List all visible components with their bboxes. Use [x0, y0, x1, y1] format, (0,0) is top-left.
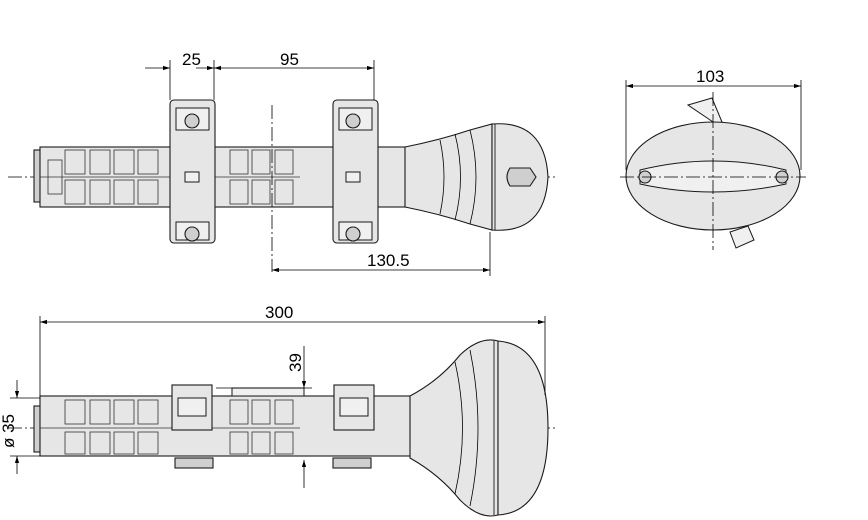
dim-103-label: 103 [696, 67, 724, 86]
dim-39-label: 39 [286, 353, 305, 372]
end-view-tab-top [686, 97, 723, 125]
end-view-tab-bottom [729, 225, 755, 249]
front-knob [497, 340, 549, 516]
top-knob-neck [404, 123, 493, 231]
dim-300-label: 300 [265, 303, 293, 322]
front-view: 300 39 ø 35 [0, 303, 555, 517]
dim-300 [39, 316, 546, 396]
front-clamp-right [332, 384, 375, 469]
dim-95-label: 95 [280, 50, 299, 69]
end-view: 103 [620, 67, 806, 250]
dim-39 [216, 346, 312, 488]
top-clamp-right [332, 99, 379, 244]
front-tube-grid [40, 399, 300, 455]
dim-25-95 [145, 60, 375, 100]
top-view: 25 95 130.5 [8, 50, 555, 276]
dim-130-5 [272, 232, 491, 276]
top-clamp-left [169, 99, 216, 244]
top-tube-grid [40, 149, 300, 205]
top-knob-slot [506, 167, 537, 187]
front-rail [231, 387, 305, 397]
dim-25-label: 25 [182, 50, 201, 69]
front-clamp-left [171, 384, 214, 469]
dim-130-5-label: 130.5 [367, 251, 410, 270]
dim-diameter-35-label: ø 35 [0, 414, 18, 448]
dim-diameter-35 [10, 380, 40, 474]
front-knob-neck [409, 339, 499, 517]
